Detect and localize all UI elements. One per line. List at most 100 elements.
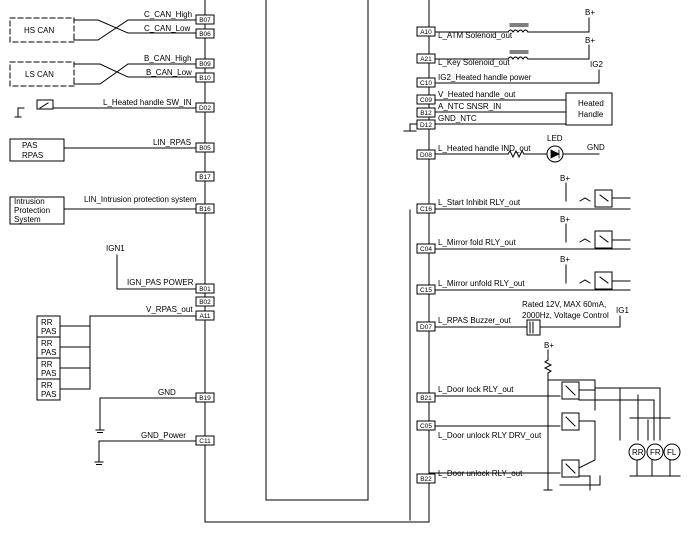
buzzer-rating-1: Rated 12V, MAX 60mA,	[522, 300, 606, 309]
fl-label: FL	[667, 448, 677, 457]
pin-d12: D12	[420, 122, 432, 129]
key-solenoid-label: L_Key Solenoid_out	[438, 58, 510, 67]
intrusion-label-2: Protection	[14, 206, 50, 215]
ign-pas-power-label: IGN_PAS POWER	[127, 278, 194, 287]
heated-ind-label: L_Heated handle IND_out	[438, 144, 531, 153]
mirror-unfold-label: L_Mirror unfold RLY_out	[438, 279, 525, 288]
fr-label: FR	[650, 448, 661, 457]
pin-b05: B05	[199, 145, 211, 152]
rr-pas-1-a: RR	[41, 318, 53, 327]
bplus-label-1: B+	[585, 8, 595, 17]
pin-d08: D08	[420, 152, 432, 159]
pin-d02: D02	[199, 105, 211, 112]
pin-b06: B06	[199, 31, 211, 38]
b-can-low-label: B_CAN_Low	[146, 68, 192, 77]
ign1-label: IGN1	[106, 244, 125, 253]
rr-motor	[628, 443, 646, 461]
mirror-fold-relay	[594, 230, 613, 249]
rpas-label: RPAS	[22, 151, 43, 160]
rr-label: RR	[632, 448, 644, 457]
right-pins	[416, 26, 436, 484]
pin-c05: C05	[420, 423, 432, 430]
pin-c10: C10	[420, 80, 432, 87]
heated-box-label-2: Handle	[578, 110, 604, 119]
bplus-label-2: B+	[585, 36, 595, 45]
ls-can-box	[9, 61, 75, 87]
heated-handle-switch	[36, 99, 54, 110]
mirror-unfold-relay	[594, 271, 613, 290]
rr-pas-4-a: RR	[41, 381, 53, 390]
left-pins	[195, 14, 215, 446]
rr-pas-2-b: PAS	[41, 348, 56, 357]
gnd-ntc-label: GND_NTC	[438, 114, 477, 123]
pin-a10: A10	[420, 29, 432, 36]
hs-can-box	[9, 17, 75, 43]
gnd-power-label: GND_Power	[141, 431, 186, 440]
pin-b02: B02	[199, 299, 211, 306]
pin-b07: B07	[199, 17, 211, 24]
bplus-label-4: B+	[560, 215, 570, 224]
rr-pas-3-a: RR	[41, 360, 53, 369]
led-label: LED	[547, 134, 563, 143]
pin-b12: B12	[420, 110, 432, 117]
intrusion-label-3: System	[14, 215, 41, 224]
bplus-label-6: B+	[544, 341, 554, 350]
lin-rpas-label: LIN_RPAS	[153, 138, 191, 147]
hs-can-label: HS CAN	[24, 26, 54, 35]
pin-b09: B09	[199, 61, 211, 68]
pin-a21: A21	[420, 56, 432, 63]
c-can-high-label: C_CAN_High	[144, 10, 192, 19]
pin-d07: D07	[420, 324, 432, 331]
gnd-right-label: GND	[587, 143, 605, 152]
bplus-label-3: B+	[560, 174, 570, 183]
a-ntc-label: A_NTC SNSR_IN	[438, 102, 501, 111]
door-unlock-label: L_Door unlock RLY_out	[438, 469, 523, 478]
ls-can-label: LS CAN	[25, 70, 54, 79]
b-can-high-label: B_CAN_High	[144, 54, 192, 63]
door-lock-label: L_Door lock RLY_out	[438, 385, 514, 394]
module-outline	[204, 0, 430, 523]
ig2-heated-label: IG2_Heated handle power	[438, 73, 532, 82]
pin-c04: C04	[420, 246, 432, 253]
start-inhibit-label: L_Start Inhibit RLY_out	[438, 198, 521, 207]
pin-c09: C09	[420, 97, 432, 104]
pin-b10: B10	[199, 75, 211, 82]
rr-pas-4-b: PAS	[41, 390, 56, 399]
heated-box-label-1: Heated	[578, 99, 604, 108]
pin-b22: B22	[420, 476, 432, 483]
pas-label: PAS	[22, 141, 37, 150]
v-rpas-label: V_RPAS_out	[146, 305, 193, 314]
pin-b16: B16	[199, 206, 211, 213]
ig1-label: IG1	[616, 306, 629, 315]
pin-b17: B17	[199, 174, 211, 181]
pin-c11: C11	[199, 438, 211, 445]
rr-pas-1-b: PAS	[41, 327, 56, 336]
pin-c16: C16	[420, 206, 432, 213]
mirror-fold-label: L_Mirror fold RLY_out	[438, 238, 516, 247]
heated-handle-box	[565, 92, 613, 126]
door-unlock-drv-label: L_Door unlock RLY DRV_out	[438, 431, 542, 440]
pin-c15: C15	[420, 287, 432, 294]
rr-pas-3-b: PAS	[41, 369, 56, 378]
pin-b19: B19	[199, 395, 211, 402]
buzzer-rating-2: 2000Hz, Voltage Control	[522, 311, 609, 320]
pin-b21: B21	[420, 395, 432, 402]
bplus-label-5: B+	[560, 255, 570, 264]
start-inhibit-relay	[594, 189, 613, 208]
intrusion-label-1: Intrusion	[14, 197, 45, 206]
intrusion-box	[9, 196, 65, 225]
rr-pas-2-a: RR	[41, 339, 53, 348]
pas-rpas-box	[9, 138, 65, 162]
pin-a11: A11	[199, 313, 210, 320]
ig2-label: IG2	[590, 60, 603, 69]
c-can-low-label: C_CAN_Low	[144, 24, 190, 33]
fr-motor	[646, 443, 664, 461]
v-heated-label: V_Heated handle_out	[438, 90, 516, 99]
module-inner-panel	[265, 0, 369, 501]
rpas-buzzer-label: L_RPAS Buzzer_out	[438, 316, 512, 325]
heated-sw-label: L_Heated handle SW_IN	[103, 98, 192, 107]
atm-solenoid-label: L_ATM Solenoid_out	[438, 31, 513, 40]
gnd-label: GND	[158, 388, 176, 397]
lin-intrusion-label: LIN_Intrusion protection system	[84, 195, 197, 204]
